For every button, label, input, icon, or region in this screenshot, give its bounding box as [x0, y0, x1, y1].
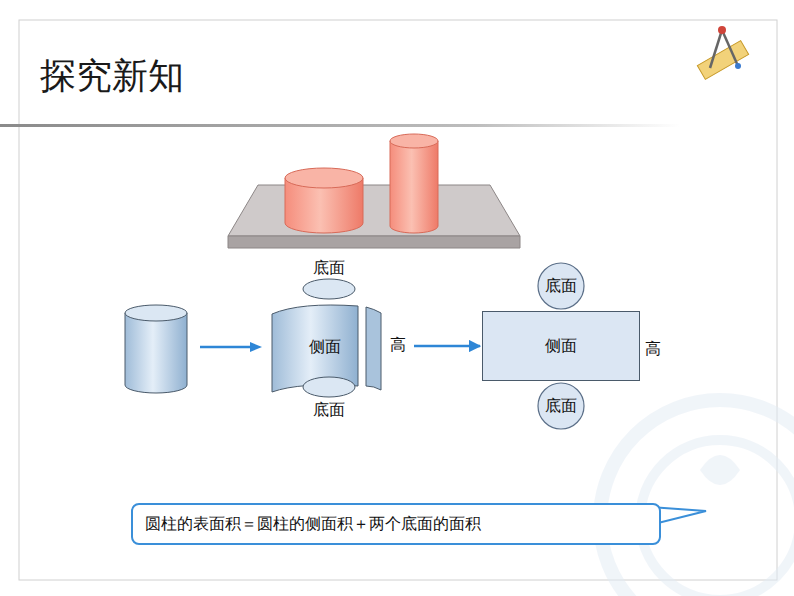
watermark-logo [600, 400, 794, 596]
base-circle: 底面 [537, 382, 585, 430]
unroll-arrow [200, 342, 262, 352]
face-label: 底面 [313, 258, 345, 277]
header-rule [0, 124, 680, 127]
compass-ruler-icon [697, 26, 748, 79]
slide-frame [19, 20, 777, 580]
formula-callout: 圆柱的表面积＝圆柱的侧面积＋两个底面的面积 [131, 503, 661, 545]
height-label: 高 [645, 339, 661, 358]
unrolled-figure: 底面侧面高底面 [262, 256, 414, 424]
blue-cylinder [125, 305, 187, 393]
base-circle: 底面 [537, 262, 585, 310]
face-label: 底面 [313, 400, 345, 419]
height-label: 高 [390, 335, 406, 354]
unrolled-cylinder [272, 279, 381, 397]
face-label: 底面 [545, 396, 577, 415]
face-label: 底面 [545, 276, 577, 295]
face-label: 侧面 [545, 336, 577, 355]
slide-title: 探究新知 [40, 52, 184, 101]
side-rectangle: 侧面高 [482, 311, 640, 381]
formula-text: 圆柱的表面积＝圆柱的侧面积＋两个底面的面积 [145, 514, 481, 533]
cylinder-models [228, 134, 520, 248]
transform-arrow [414, 345, 480, 348]
face-label: 侧面 [309, 337, 341, 356]
